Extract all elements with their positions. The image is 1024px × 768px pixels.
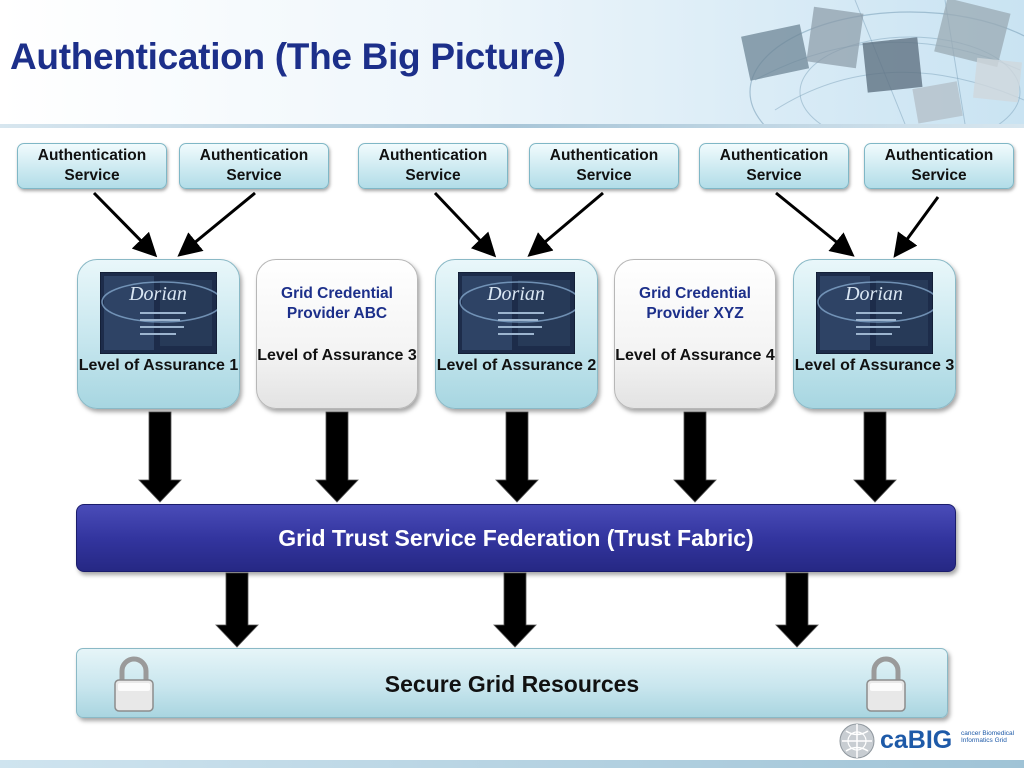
arrow-auth-5	[775, 191, 855, 257]
authentication-service-box-3: Authentication Service	[358, 143, 508, 189]
page-title: Authentication (The Big Picture)	[10, 36, 566, 77]
provider-name: Grid Credential Provider ABC	[281, 285, 393, 323]
authentication-service-box-1: Authentication Service	[17, 143, 167, 189]
dorian-logo-image: Dorian	[458, 272, 575, 354]
trust-fabric-bar: Grid Trust Service Federation (Trust Fab…	[76, 504, 956, 572]
arrow-auth-1	[92, 191, 158, 258]
grid-credential-provider-box-abc: Grid Credential Provider ABC Level of As…	[256, 259, 418, 409]
globe-photo-collage-icon	[741, 0, 1024, 124]
dorian-provider-box-1: Dorian Level of Assurance 1	[77, 259, 240, 409]
dorian-provider-box-3: Dorian Level of Assurance 3	[793, 259, 956, 409]
block-arrow-fabric-1	[215, 572, 259, 648]
dorian-logo-image: Dorian	[816, 272, 933, 354]
arrow-auth-4	[527, 191, 604, 257]
block-arrow-provider-1	[138, 411, 182, 503]
cabig-logo: caBIG cancer Biomedical Informatics Grid	[836, 720, 1016, 760]
secure-grid-resources-box: Secure Grid Resources	[76, 648, 948, 718]
arrow-auth-6	[893, 196, 940, 258]
block-arrow-fabric-3	[775, 572, 819, 648]
authentication-service-box-2: Authentication Service	[179, 143, 329, 189]
assurance-level-label: Level of Assurance 4	[615, 347, 775, 364]
cabig-logo-subtitle: cancer Biomedical Informatics Grid	[961, 730, 1015, 745]
block-arrow-fabric-2	[493, 572, 537, 648]
authentication-service-box-4: Authentication Service	[529, 143, 679, 189]
assurance-level-label: Level of Assurance 3	[257, 347, 417, 364]
svg-text:Dorian: Dorian	[128, 283, 187, 305]
arrow-auth-3	[433, 191, 497, 258]
authentication-service-box-5: Authentication Service	[699, 143, 849, 189]
assurance-level-label: Level of Assurance 1	[78, 357, 239, 374]
block-arrow-provider-4	[673, 411, 717, 503]
dorian-logo-image: Dorian	[100, 272, 217, 354]
cabig-globe-icon	[839, 723, 875, 759]
resources-label: Secure Grid Resources	[384, 671, 640, 697]
authentication-service-box-6: Authentication Service	[864, 143, 1014, 189]
grid-credential-provider-box-xyz: Grid Credential Provider XYZ Level of As…	[614, 259, 776, 409]
dorian-provider-box-2: Dorian Level of Assurance 2	[435, 259, 598, 409]
lock-icon	[114, 656, 154, 712]
header-divider	[0, 124, 1024, 128]
svg-text:Dorian: Dorian	[844, 283, 903, 305]
provider-name: Grid Credential Provider XYZ	[639, 285, 751, 323]
arrow-auth-2	[177, 191, 256, 257]
block-arrow-provider-3	[495, 411, 539, 503]
cabig-logo-text: caBIG	[880, 726, 953, 754]
lock-icon	[866, 656, 906, 712]
block-arrow-provider-5	[853, 411, 897, 503]
footer-bar	[0, 760, 1024, 768]
block-arrow-provider-2	[315, 411, 359, 503]
assurance-level-label: Level of Assurance 3	[794, 357, 955, 374]
assurance-level-label: Level of Assurance 2	[436, 357, 597, 374]
svg-text:Dorian: Dorian	[486, 283, 545, 305]
